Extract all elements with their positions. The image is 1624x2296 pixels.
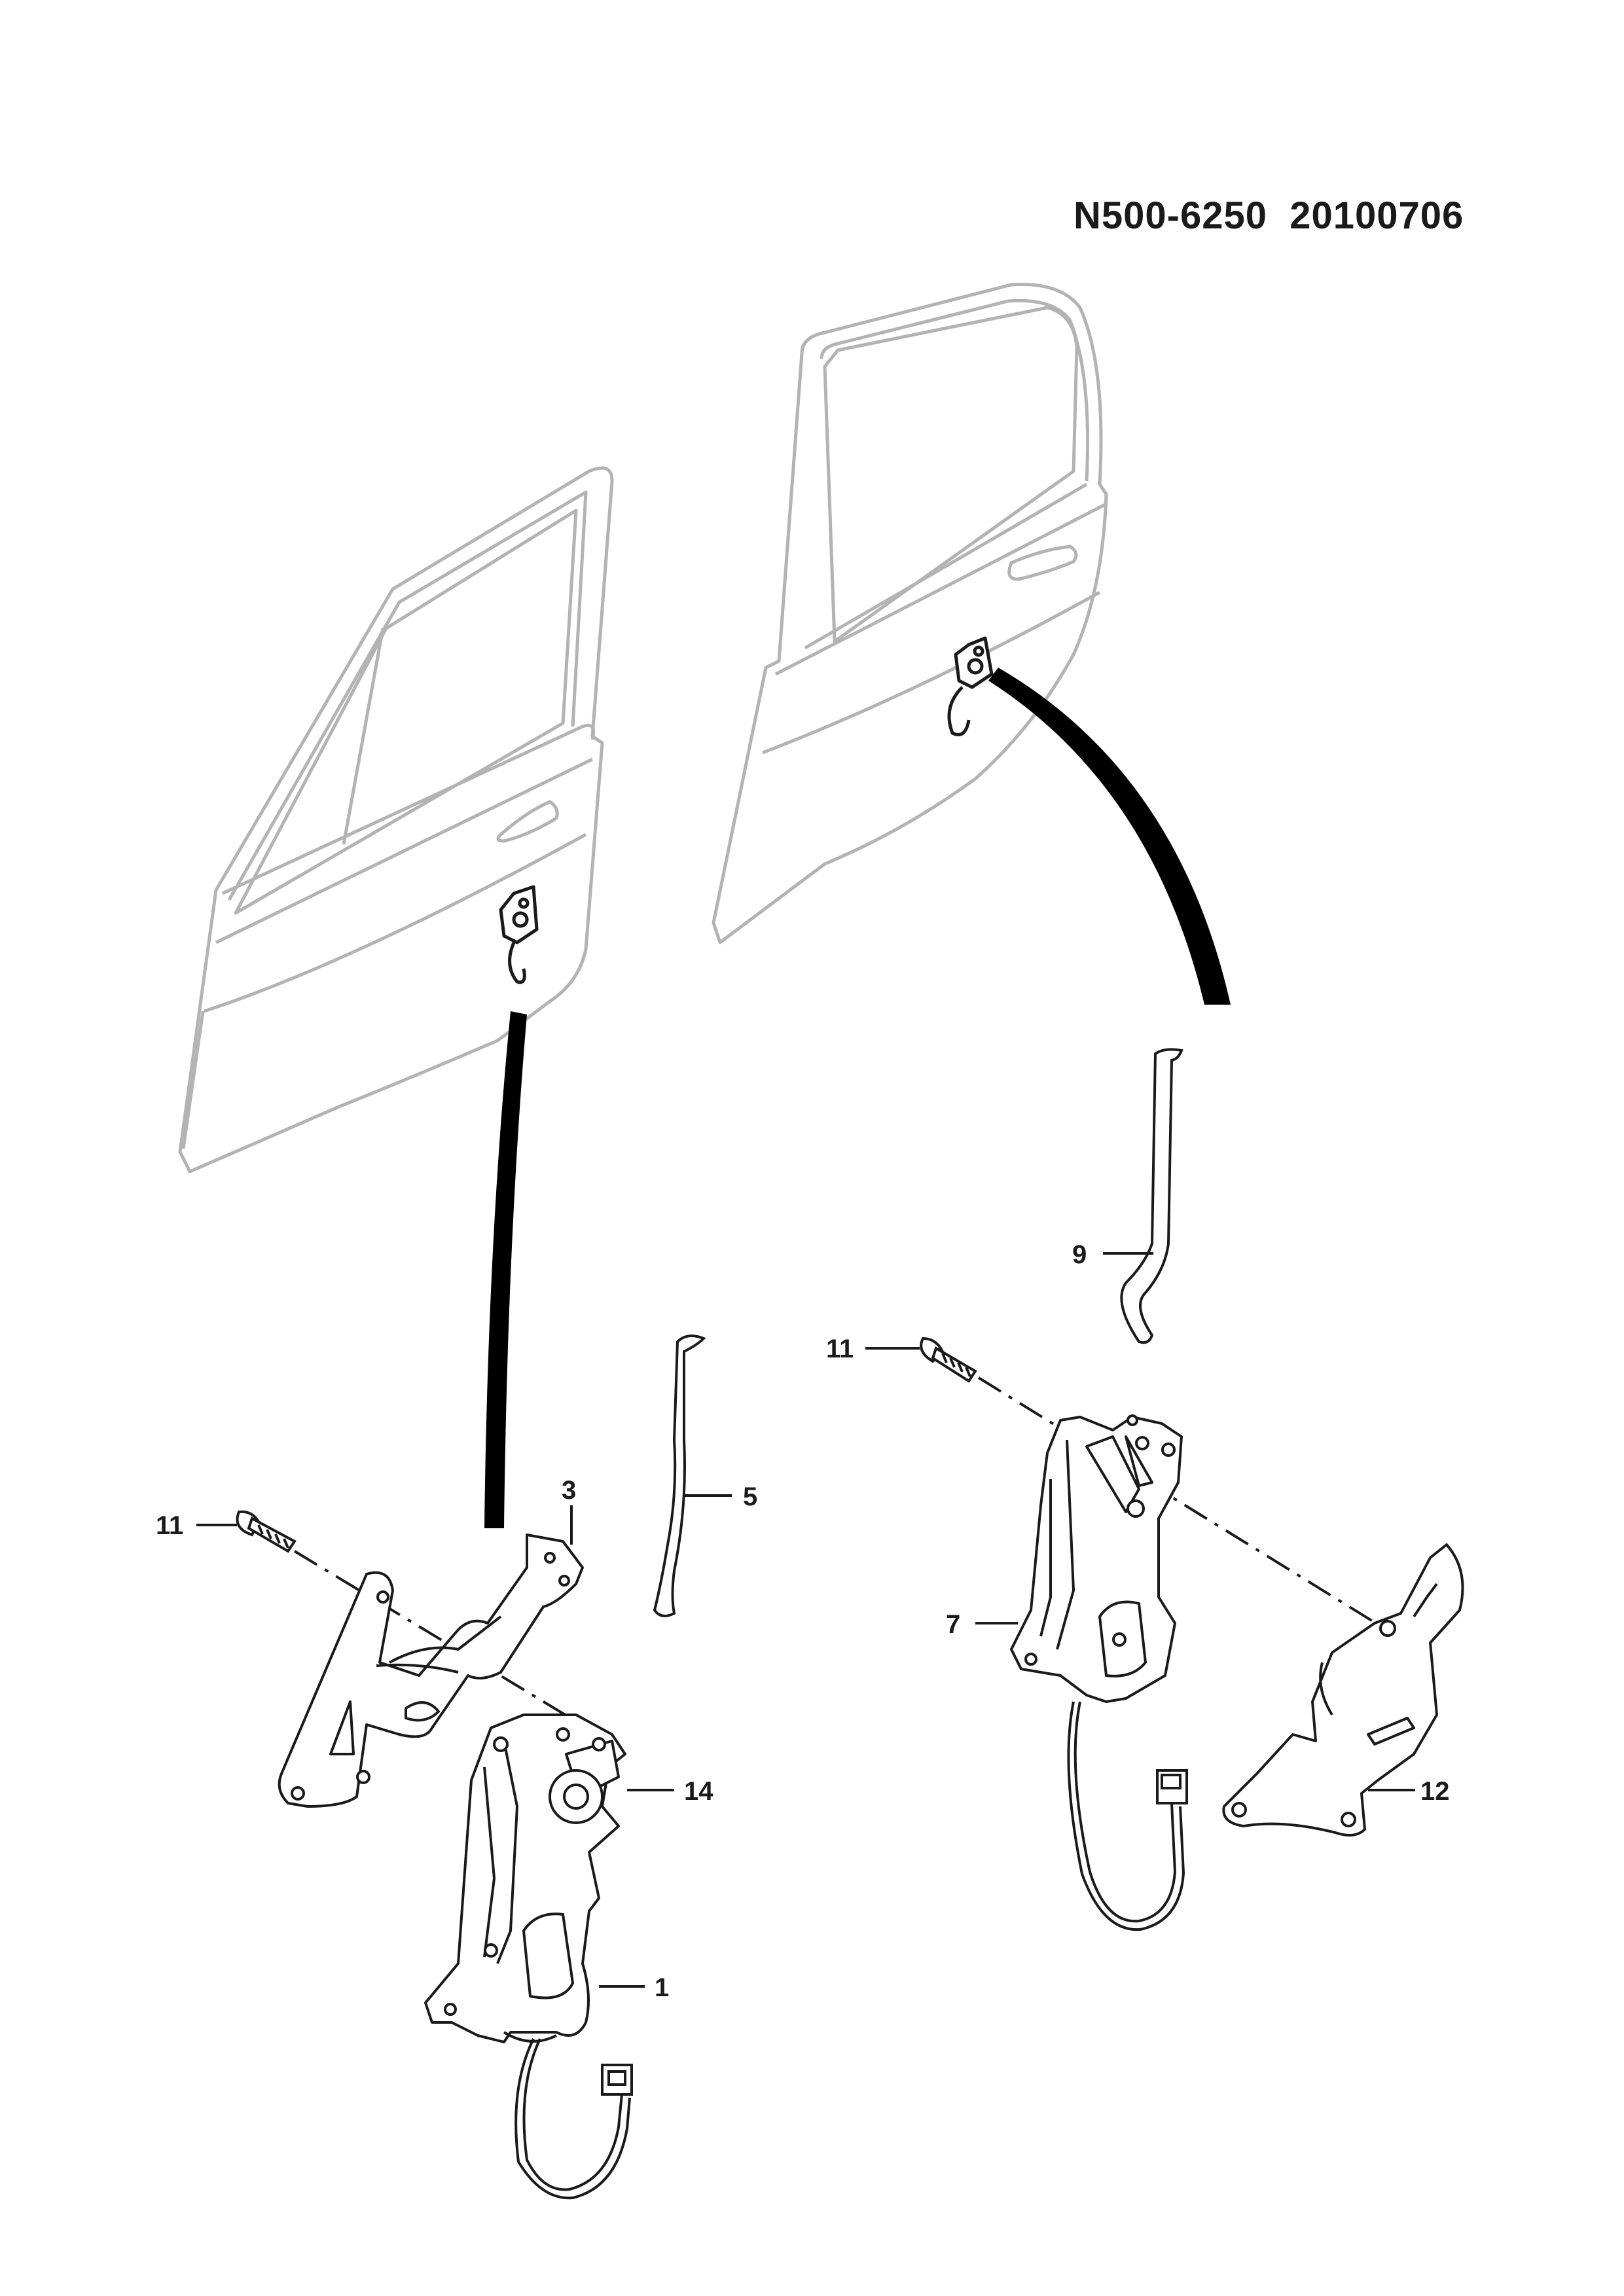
callout-9: 9 bbox=[1072, 1240, 1087, 1269]
rear-door-outline bbox=[712, 282, 1108, 944]
rear-door-lock-actuator bbox=[1010, 1414, 1183, 1703]
rear-actuator-cable bbox=[1067, 1701, 1188, 1931]
drawing-number: N500-6250 20100706 bbox=[1074, 194, 1464, 237]
screw-11-right bbox=[920, 1336, 977, 1383]
callout-1: 1 bbox=[655, 1973, 669, 2002]
callout-12: 12 bbox=[1420, 1777, 1450, 1806]
callout-11-right: 11 bbox=[826, 1335, 854, 1363]
front-door-lock-actuator bbox=[424, 1713, 626, 2043]
bracket-12 bbox=[1222, 1543, 1464, 1837]
front-harness bbox=[484, 1011, 527, 1528]
screw-11-left bbox=[236, 1510, 297, 1553]
callout-7: 7 bbox=[946, 1610, 960, 1639]
rear-harness bbox=[988, 668, 1231, 1005]
rod-5 bbox=[653, 1335, 706, 1617]
leader-lines bbox=[196, 1252, 1415, 1988]
callout-11-left: 11 bbox=[156, 1511, 183, 1540]
front-actuator-cable bbox=[514, 2038, 633, 2200]
front-door-outline bbox=[178, 466, 614, 1174]
callout-14: 14 bbox=[684, 1777, 713, 1806]
rod-9 bbox=[1120, 1048, 1183, 1344]
rear-door-latch-small bbox=[947, 636, 994, 736]
callout-3: 3 bbox=[562, 1476, 576, 1505]
bracket-3 bbox=[278, 1534, 584, 1808]
front-door-latch-small bbox=[499, 885, 539, 984]
harness-leads bbox=[484, 668, 1231, 1528]
callout-5: 5 bbox=[743, 1482, 757, 1511]
assembly-center-lines bbox=[293, 1376, 1382, 1723]
